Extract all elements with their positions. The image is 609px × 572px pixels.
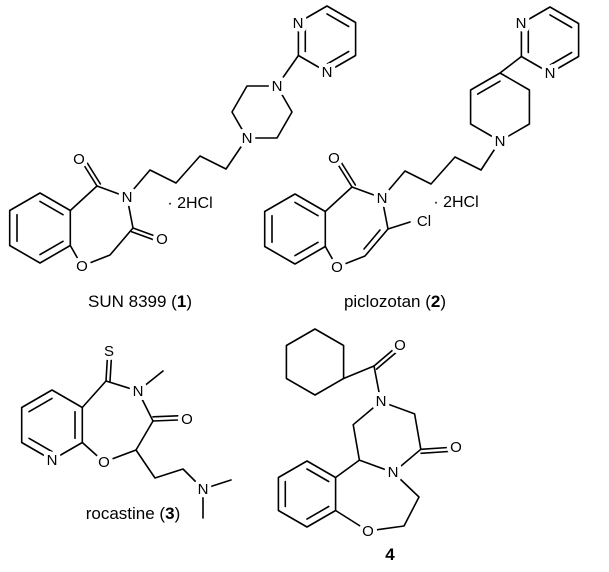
carbonyl-double-bond [152, 415, 179, 422]
chlorine-bond [387, 221, 411, 230]
tetrahydropyridine-ring [469, 72, 531, 142]
benzene-aromatic-inner-bonds [16, 200, 64, 256]
caption-sun-8399: SUN 8399 (1) [40, 292, 240, 312]
atom-label-N: N [122, 189, 133, 206]
n-dimethyl-bonds [202, 479, 232, 519]
atom-label-N: N [198, 481, 209, 498]
benzene-aromatic-inner-bonds [271, 201, 319, 257]
atom-label-O: O [98, 454, 110, 471]
butyl-chain [126, 137, 248, 198]
enol-ether-inner-double-bond [363, 229, 381, 250]
caption-text: SUN 8399 ( [88, 292, 177, 311]
benzene-ring [8, 192, 72, 264]
compound-number: 4 [385, 545, 395, 564]
structure-sun-8399: O N O O N N N N · 2HCl [8, 5, 357, 279]
n-methyl-bond [137, 370, 164, 392]
compound-number: 1 [176, 292, 187, 311]
atom-label-N: N [388, 464, 399, 481]
atom-label-O: O [394, 337, 406, 354]
atom-label-S: S [104, 343, 114, 360]
atom-label-N: N [133, 383, 144, 400]
atom-label-N: N [293, 15, 304, 32]
caption-piclozotan: piclozotan (2) [295, 292, 495, 312]
atom-label-O: O [450, 439, 462, 456]
caption-compound-4: 4 [290, 545, 490, 565]
caption-rocastine: rocastine (3) [33, 504, 233, 524]
atom-label-N: N [495, 133, 506, 150]
atom-label-N: N [377, 190, 388, 207]
pyridine-pyrimidine-bond [499, 55, 523, 74]
carbonyl-double-bond [336, 160, 357, 188]
structure-piclozotan: O N Cl O N N N · 2HCl [263, 6, 580, 280]
oxazepine-ring [334, 459, 420, 532]
piperazine-pyrimidine-bond [276, 54, 300, 87]
acyl-nitrogen-bond [373, 365, 382, 403]
caption-text: ) [440, 292, 447, 311]
cyclohexane-acyl-bond [342, 365, 375, 380]
tetrahydropyridine-inner-double-bond [476, 80, 501, 95]
compound-number: 2 [430, 292, 441, 311]
atom-label-N: N [516, 15, 527, 32]
caption-text: ) [174, 504, 181, 523]
structure-compound-4: O N O N O [277, 328, 466, 544]
benzene-ring [263, 193, 327, 265]
compound-number: 3 [165, 504, 175, 523]
thione-double-bond [105, 355, 113, 383]
lactam-carbonyl-double-bond [420, 446, 450, 455]
atom-label-N: N [242, 130, 253, 147]
pyrimidine-aromatic-inner-bonds [304, 13, 350, 65]
atom-label-O: O [156, 231, 168, 248]
salt-label: · 2HCl [433, 194, 478, 211]
pyrimidine-aromatic-inner-bonds [527, 14, 573, 66]
carbonyl-double-bond-3 [130, 227, 156, 241]
atom-label-N: N [545, 65, 556, 82]
atom-label-Cl: Cl [417, 213, 431, 230]
carbonyl-double-bond-top [81, 159, 102, 187]
benzene-aromatic-inner-bonds [284, 468, 330, 520]
atom-label-N: N [272, 78, 283, 95]
pyrimidine-ring [520, 6, 580, 74]
atom-label-N: N [47, 452, 58, 469]
atom-label-O: O [73, 151, 85, 168]
caption-text: rocastine ( [85, 504, 166, 523]
caption-text: piclozotan ( [343, 292, 431, 311]
atom-label-O: O [76, 258, 88, 275]
pyridine-ring [20, 389, 84, 461]
atom-label-N: N [322, 64, 333, 81]
pyridine-aromatic-inner-bonds [28, 397, 76, 453]
salt-label: · 2HCl [167, 195, 212, 212]
dimethylaminoethyl-chain [135, 449, 204, 490]
acyl-carbonyl-double-bond [373, 348, 398, 370]
atom-label-O: O [331, 259, 343, 276]
cyclohexane-ring [285, 328, 345, 396]
caption-text: ) [186, 292, 192, 311]
butyl-chain [381, 140, 501, 199]
piperazinone-ring [352, 400, 422, 474]
atom-label-O: O [181, 411, 193, 428]
atom-label-N: N [376, 393, 387, 410]
benzene-ring [277, 460, 337, 528]
atom-label-O: O [328, 150, 340, 167]
pyrimidine-ring [297, 5, 357, 73]
structure-rocastine: S N O O N N [20, 339, 232, 519]
atom-label-O: O [362, 523, 374, 540]
